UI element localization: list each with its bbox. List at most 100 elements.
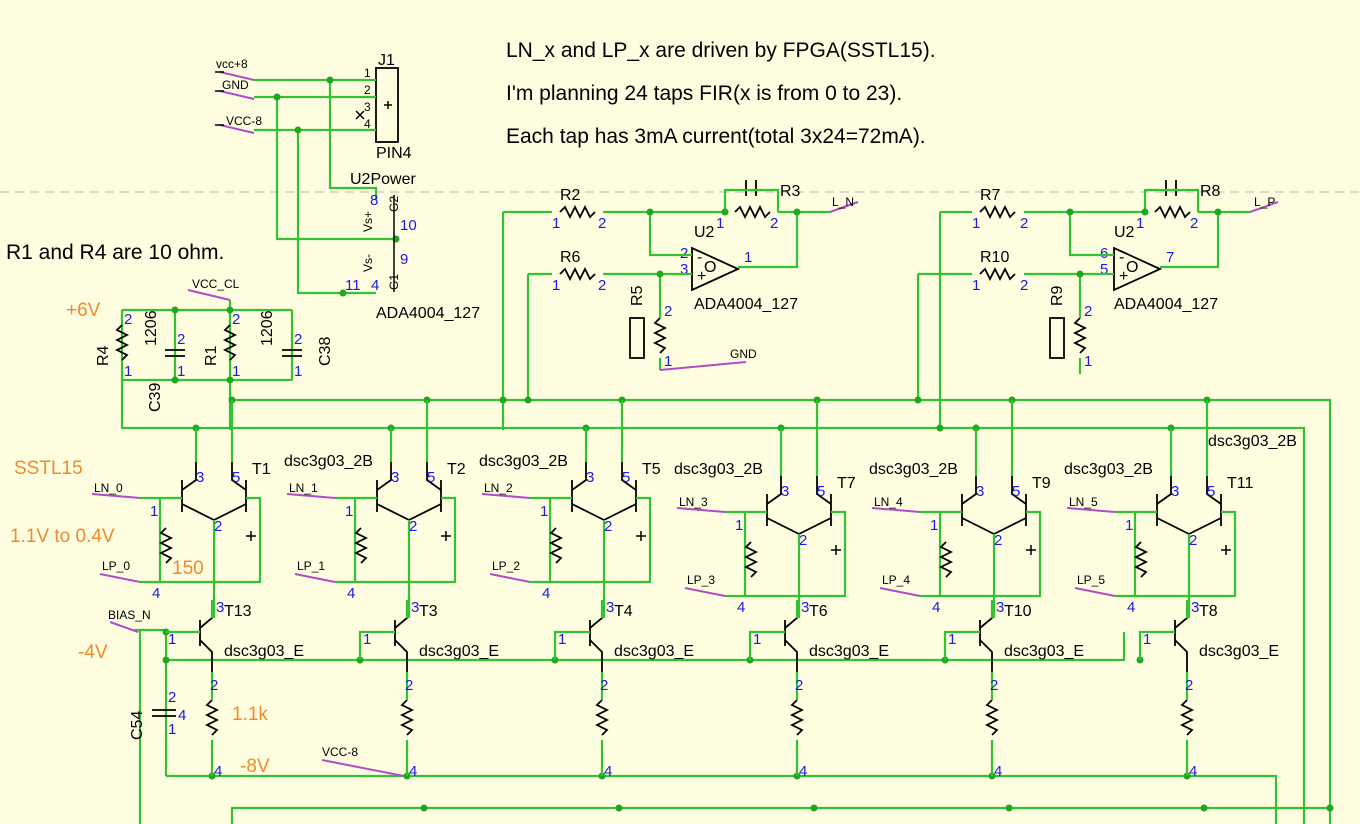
opamp2-pin-out: 7 xyxy=(1166,249,1174,266)
c38-ref: C38 xyxy=(317,337,334,366)
annotation-plus-6v: +6V xyxy=(66,300,101,321)
tail-ref: T13 xyxy=(224,603,252,620)
c39-pin-1: 1 xyxy=(177,363,185,380)
tap-pin-2: 2 xyxy=(994,532,1002,549)
opamp1-r-in-p: R6 xyxy=(560,249,581,266)
tap-pin-5: 5 xyxy=(232,469,240,486)
tap-pin-2: 2 xyxy=(799,532,807,549)
annotation-minus-8v: -8V xyxy=(240,756,270,777)
tap-pair-ref: T11 xyxy=(1227,475,1253,492)
tap-pair-ref: T2 xyxy=(447,461,466,478)
note-line-1: LN_x and LP_x are driven by FPGA(SSTL15)… xyxy=(506,39,936,62)
c38-pin-1: 1 xyxy=(294,363,302,380)
r5-pin-1: 1 xyxy=(664,353,672,370)
bias-cap-c54: C54 2 1 4 BIAS_N VCC-8 xyxy=(108,608,405,777)
tail-ref: T10 xyxy=(1004,603,1032,620)
tail-pin-3: 3 xyxy=(996,599,1004,616)
tap-pin-3: 3 xyxy=(781,483,789,500)
tap-pin-1: 1 xyxy=(735,517,743,534)
opamp1-minus: - xyxy=(697,249,702,266)
opamp2-ref: U2 xyxy=(1114,224,1135,241)
annotation-150-ohm: 150 xyxy=(172,558,204,579)
u2power-pin-11: 11 xyxy=(345,277,361,294)
c54-pin-2: 2 xyxy=(168,689,176,706)
u2power-vsp: Vs+ xyxy=(361,211,375,232)
tail-pin-1: 1 xyxy=(948,631,956,648)
net-vcc-cl: VCC_CL xyxy=(192,277,240,291)
opamp2-pin-inv: 6 xyxy=(1100,245,1108,262)
opamp1-wires xyxy=(501,188,830,430)
tap-lp-label: LP_3 xyxy=(687,573,715,587)
supply-decoupling: VCC_CL R4 C39 R1 C38 1206 1206 2 1 2 1 2… xyxy=(95,277,334,430)
u2power-g1: G1 xyxy=(387,274,401,290)
opamp1-ref: U2 xyxy=(694,224,715,241)
j1-value: PIN4 xyxy=(376,145,412,162)
opamp2-o: O xyxy=(1126,259,1138,276)
j1-pin-2: 2 xyxy=(364,83,371,97)
power-net-flags: vcc+8 GND VCC-8 xyxy=(215,57,262,134)
tap-pair-part: dsc3g03_2B xyxy=(869,461,958,478)
tap-pin-5: 5 xyxy=(1012,483,1020,500)
r3-pin-2: 2 xyxy=(770,215,778,232)
tail-pin-1: 1 xyxy=(1143,631,1151,648)
net-vcc-8-bottom: VCC-8 xyxy=(322,745,358,759)
opamp2-r-fb: R8 xyxy=(1200,183,1221,200)
tap-pair-part: dsc3g03_2B xyxy=(674,461,763,478)
c54-pin-1: 1 xyxy=(168,721,176,738)
tail-ref: T3 xyxy=(419,603,438,620)
r4-ref: R4 xyxy=(95,345,112,366)
opamp1-r-gnd: R5 xyxy=(629,285,646,306)
tap-pair-ref: T7 xyxy=(837,475,856,492)
opamp1-plus: + xyxy=(697,268,706,285)
power-wires xyxy=(254,76,400,297)
c39-pin-2: 2 xyxy=(177,331,185,348)
r9-pin-1: 1 xyxy=(1084,353,1092,370)
r4-pin-1: 1 xyxy=(124,363,132,380)
tap-ln-label: LN_4 xyxy=(874,495,903,509)
net-vcc-8: VCC-8 xyxy=(226,114,262,128)
net-gnd: GND xyxy=(222,78,249,92)
r3-pin-1: 1 xyxy=(716,215,724,232)
tap-pin-5: 5 xyxy=(622,469,630,486)
tap-lp-label: LP_5 xyxy=(1077,573,1105,587)
tap-pin-4: 4 xyxy=(737,599,745,616)
opamp2-r-in-n: R7 xyxy=(980,187,1001,204)
opamp1-r-fb: R3 xyxy=(780,183,801,200)
u2power-pin-4: 4 xyxy=(371,277,379,294)
r2-pin-1: 1 xyxy=(552,215,560,232)
r1-pin-2: 2 xyxy=(232,311,240,328)
tap-ln-label: LN_1 xyxy=(289,481,318,495)
opamp1-pin-out: 1 xyxy=(744,249,752,266)
note-resistor: R1 and R4 are 10 ohm. xyxy=(6,241,224,264)
last-pair-part: dsc3g03_2B xyxy=(1208,433,1297,450)
net-gnd-opamp1: GND xyxy=(730,347,757,361)
tap-pin-5: 5 xyxy=(817,483,825,500)
c54-ref: C54 xyxy=(129,711,146,740)
r6-pin-2: 2 xyxy=(598,277,606,294)
u2-power-block: U2Power 8 G2 Vs+ 10 9 Vs- G1 11 4 ADA400… xyxy=(345,171,480,322)
r7-pin-1: 1 xyxy=(972,215,980,232)
tail-pin-1: 1 xyxy=(168,631,176,648)
tap-pin-5: 5 xyxy=(427,469,435,486)
tail-pin-4: 4 xyxy=(799,763,807,780)
tap-pin-2: 2 xyxy=(1189,532,1197,549)
tail-part: dsc3g03_E xyxy=(1199,643,1279,660)
r8-pin-2: 2 xyxy=(1190,215,1198,232)
r10-pin-1: 1 xyxy=(972,277,980,294)
tap-lp-label: LP_4 xyxy=(882,573,910,587)
tail-pin-2: 2 xyxy=(210,677,218,694)
tap-lp-label: LP_2 xyxy=(492,559,520,573)
opamp2-plus: + xyxy=(1119,268,1128,285)
tail-pin-4: 4 xyxy=(604,763,612,780)
opamp1-o: O xyxy=(704,259,716,276)
opamp-stage-1: O - + U2 ADA4004_127 2 3 1 R2 1 2 R6 1 2… xyxy=(552,180,859,371)
tap-pair-part: dsc3g03_2B xyxy=(479,453,568,470)
tap-lp-label: LP_0 xyxy=(102,559,130,573)
tail-pin-3: 3 xyxy=(801,599,809,616)
tap-ln-label: LN_5 xyxy=(1069,495,1098,509)
tap-pair-ref: T9 xyxy=(1032,475,1051,492)
